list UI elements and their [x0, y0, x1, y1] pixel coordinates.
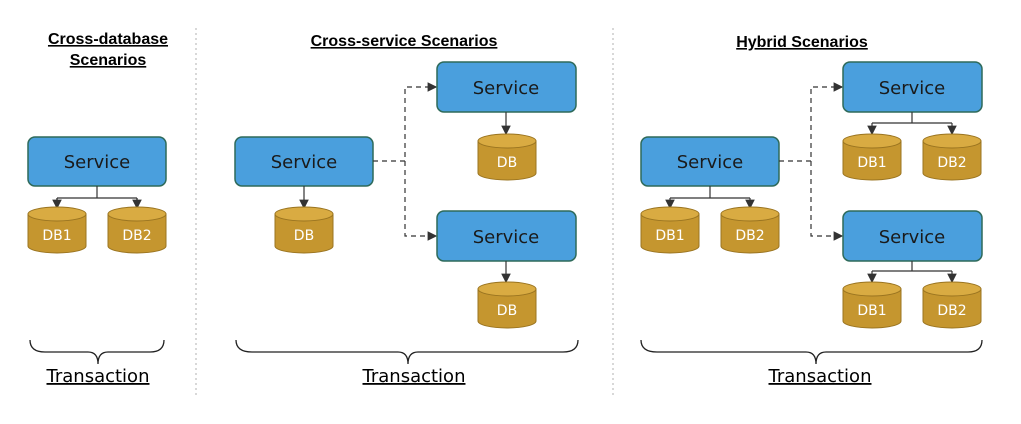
service-label: Service [677, 152, 744, 173]
database-cylinder: DB1 [842, 281, 902, 329]
database-cylinder: DB2 [720, 206, 780, 254]
transaction-label: Transaction [362, 366, 466, 387]
database-top [107, 206, 167, 222]
transaction-brace [235, 339, 579, 365]
database-top [720, 206, 780, 222]
database-body [477, 140, 537, 181]
service-label: Service [271, 152, 338, 173]
database-body [274, 213, 334, 254]
database-label: DB1 [857, 155, 886, 171]
database-cylinder: DB1 [640, 206, 700, 254]
database-label: DB1 [42, 228, 71, 244]
database-cylinder: DB2 [922, 281, 982, 329]
database-top [477, 281, 537, 297]
call-connector [404, 161, 438, 241]
database-label: DB2 [937, 303, 966, 319]
database-body [477, 288, 537, 329]
transaction-label: Transaction [46, 366, 150, 387]
panel-title: Scenarios [70, 52, 147, 69]
database-label: DB2 [735, 228, 764, 244]
panel-hybrid: Hybrid Scenarios Service DB1 DB2 Service… [640, 34, 983, 387]
database-body [842, 140, 902, 181]
database-label: DB [294, 228, 314, 244]
call-connector [779, 82, 844, 162]
service-label: Service [879, 227, 946, 248]
panel-title: Cross-service Scenarios [311, 33, 498, 50]
panel-cross-database: Cross-database Scenarios Service DB1 DB2… [27, 31, 168, 387]
database-cylinder: DB [477, 133, 537, 181]
database-label: DB [497, 303, 517, 319]
service-label: Service [473, 78, 540, 99]
database-top [842, 281, 902, 297]
panel-title: Cross-database [48, 31, 168, 48]
service-label: Service [473, 227, 540, 248]
database-body [107, 213, 167, 254]
database-top [27, 206, 87, 222]
database-cylinder: DB1 [842, 133, 902, 181]
database-top [922, 281, 982, 297]
service-box: Service [842, 210, 983, 262]
service-label: Service [64, 152, 131, 173]
service-box: Service [234, 136, 374, 187]
database-cylinder: DB2 [107, 206, 167, 254]
transaction-brace [29, 339, 165, 365]
transaction-brace [640, 339, 983, 365]
database-top [640, 206, 700, 222]
call-connector [373, 82, 438, 162]
database-label: DB1 [857, 303, 886, 319]
database-label: DB2 [122, 228, 151, 244]
service-box: Service [842, 61, 983, 113]
database-top [922, 133, 982, 149]
panel-cross-service: Cross-service Scenarios Service DB Servi… [234, 33, 579, 387]
database-cylinder: DB [274, 206, 334, 254]
database-cylinder: DB [477, 281, 537, 329]
database-label: DB [497, 155, 517, 171]
database-cylinder: DB2 [922, 133, 982, 181]
transaction-label: Transaction [768, 366, 872, 387]
service-label: Service [879, 78, 946, 99]
call-connector [810, 161, 844, 241]
database-cylinder: DB1 [27, 206, 87, 254]
service-box: Service [27, 136, 167, 187]
database-body [922, 288, 982, 329]
database-body [922, 140, 982, 181]
panel-title: Hybrid Scenarios [736, 34, 868, 51]
database-body [720, 213, 780, 254]
database-label: DB2 [937, 155, 966, 171]
database-body [842, 288, 902, 329]
database-top [477, 133, 537, 149]
database-body [27, 213, 87, 254]
service-box: Service [436, 210, 577, 262]
service-box: Service [640, 136, 780, 187]
database-label: DB1 [655, 228, 684, 244]
database-top [842, 133, 902, 149]
service-box: Service [436, 61, 577, 113]
database-top [274, 206, 334, 222]
database-body [640, 213, 700, 254]
